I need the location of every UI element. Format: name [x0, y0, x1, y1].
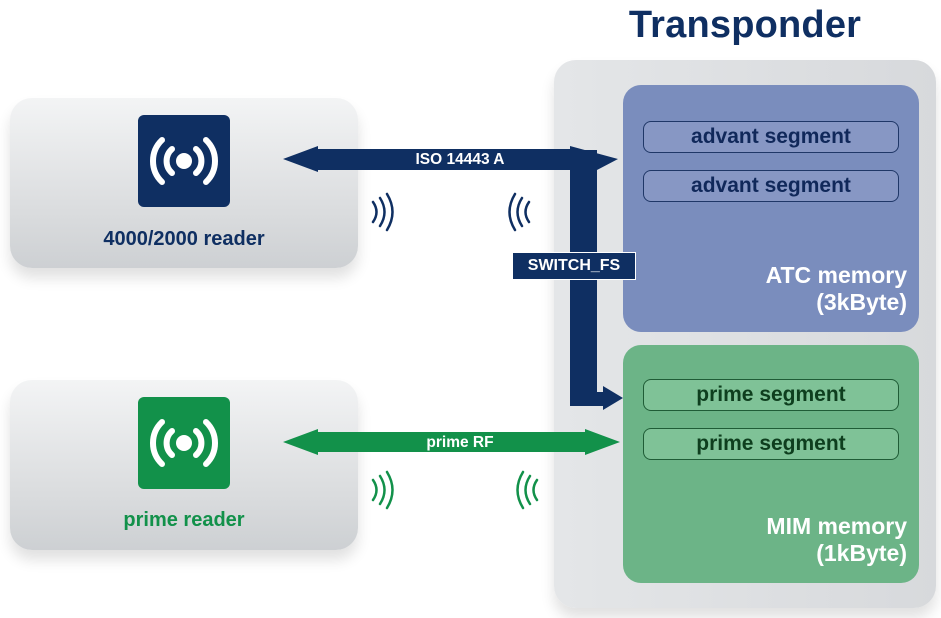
switch-fs-label: SWITCH_FS: [512, 252, 636, 280]
signal-waves-icon: [508, 192, 531, 232]
reader-4000-2000-label: 4000/2000 reader: [103, 228, 265, 250]
rfid-reader-icon: [150, 419, 218, 467]
prime-segment: prime segment: [643, 379, 899, 411]
prime-reader-icon-tile: [138, 397, 230, 489]
advant-segment: advant segment: [643, 170, 899, 202]
prime-reader-label: prime reader: [123, 509, 245, 531]
prime-segment: prime segment: [643, 428, 899, 460]
signal-waves-icon: [371, 192, 394, 232]
mim-memory-label: MIM memory (1kByte): [623, 513, 907, 567]
rfid-reader-icon: [150, 137, 218, 185]
mim-memory-name: MIM memory: [766, 513, 907, 539]
iso-14443a-label: ISO 14443 A: [415, 151, 505, 168]
iso-14443a-arrow: [283, 146, 618, 172]
atc-memory-label: ATC memory (3kByte): [623, 262, 907, 316]
mim-memory-size: (1kByte): [816, 540, 907, 566]
transponder-title: Transponder: [628, 4, 862, 46]
switch-fs-arrow: [570, 150, 623, 410]
atc-memory-name: ATC memory: [765, 262, 907, 288]
reader-4000-2000-icon-tile: [138, 115, 230, 207]
signal-waves-icon: [371, 470, 394, 510]
prime-rf-arrow: [283, 429, 620, 455]
atc-memory-size: (3kByte): [816, 289, 907, 315]
signal-waves-icon: [516, 470, 539, 510]
prime-rf-label: prime RF: [426, 434, 494, 451]
advant-segment: advant segment: [643, 121, 899, 153]
